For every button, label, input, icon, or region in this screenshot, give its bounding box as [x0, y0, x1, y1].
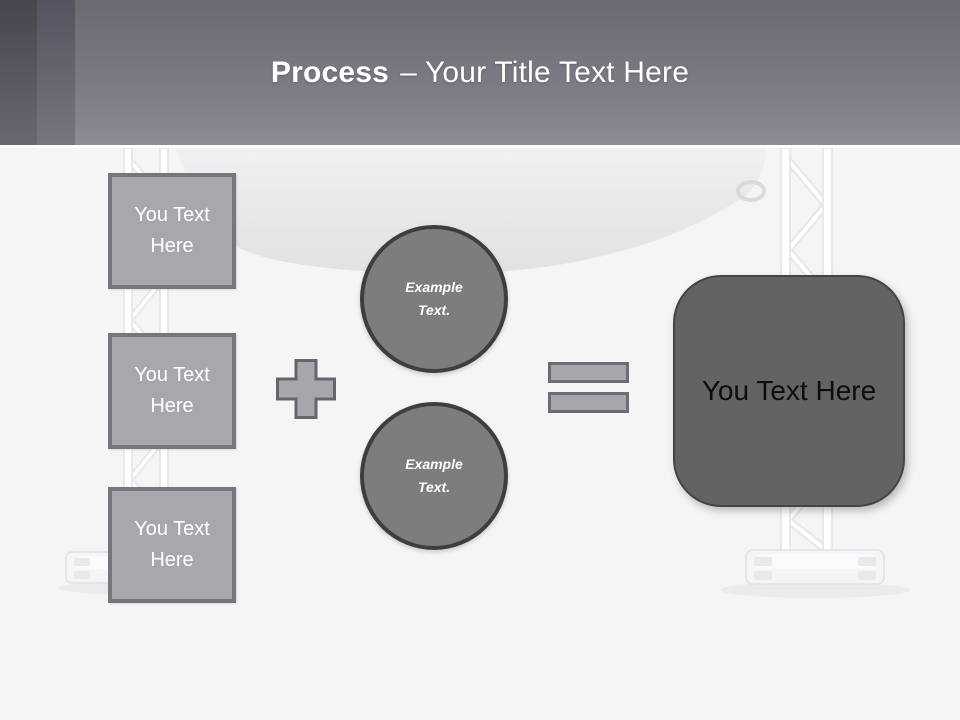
stage-banner-icon — [176, 148, 766, 274]
page-title: Process – Your Title Text Here — [0, 55, 960, 91]
input-box-3-label: You Text Here — [134, 518, 210, 571]
page-title-keyword: Process — [270, 56, 390, 89]
example-circle-2[interactable]: Example Text. — [360, 402, 508, 550]
input-box-1-label: You Text Here — [134, 204, 210, 257]
equals-icon — [548, 362, 629, 413]
plus-icon — [276, 359, 336, 419]
result-box-label: You Text Here — [701, 375, 877, 406]
side-accent-strip-dark — [0, 0, 37, 145]
equals-bar-top — [548, 362, 629, 383]
input-box-3[interactable]: You Text Here — [108, 487, 236, 603]
input-box-2-label: You Text Here — [134, 364, 210, 417]
banner-top-edge-highlight — [0, 145, 960, 148]
example-circle-1-label: Example Text. — [405, 279, 463, 318]
input-box-1[interactable]: You Text Here — [108, 173, 236, 289]
result-box[interactable]: You Text Here — [673, 275, 905, 507]
page-title-subtext: – Your Title Text Here — [400, 56, 690, 89]
header-band: Process – Your Title Text Here — [0, 0, 960, 145]
example-circle-2-label: Example Text. — [405, 456, 463, 495]
side-accent-strip-mid — [37, 0, 75, 145]
input-box-2[interactable]: You Text Here — [108, 333, 236, 449]
equals-bar-bottom — [548, 392, 629, 413]
example-circle-1[interactable]: Example Text. — [360, 225, 508, 373]
